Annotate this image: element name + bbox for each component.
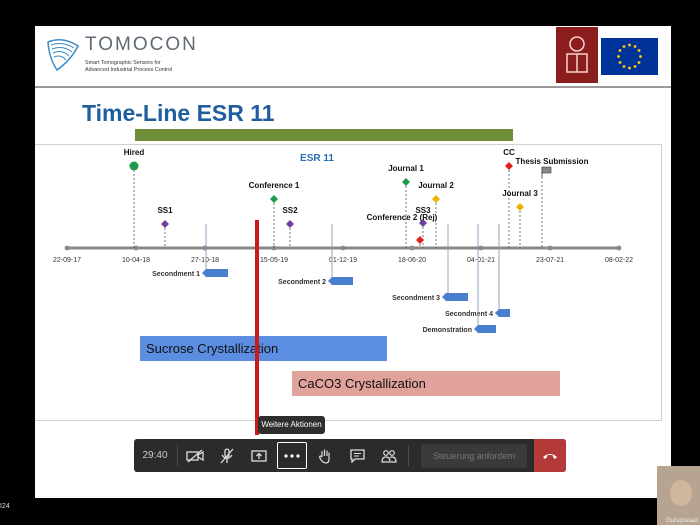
logo-name: TOMOCON <box>85 34 198 55</box>
timeline-tick-label: 15-05-19 <box>260 257 288 264</box>
timeline-tick-label: 08-02-22 <box>605 257 633 264</box>
secondment-bar <box>442 293 468 301</box>
participant-name: Guruprasad <box>666 518 698 524</box>
secondment-bar <box>495 309 510 317</box>
secondment-group: Secondment 1 Secondment 2 Secondment 3 Seco… <box>152 224 510 334</box>
hang-up-button[interactable] <box>534 439 566 472</box>
milestone-marker <box>270 195 278 203</box>
chat-icon <box>349 448 365 463</box>
timeline-tick-dot <box>202 245 208 251</box>
bottom-left-label: I24 <box>0 503 10 510</box>
logo-subtitle: Smart Tomographic Sensors for <box>85 60 161 66</box>
milestone-label: Conference 2 (Rej) <box>367 213 438 222</box>
current-position-marker <box>255 220 259 435</box>
logo-subtitle: Advanced Industrial Process Control <box>85 67 173 73</box>
mic-off-icon <box>220 447 234 463</box>
milestone-marker <box>286 220 294 228</box>
milestone-label: Hired <box>124 148 145 157</box>
milestone-label: Journal 3 <box>502 189 538 198</box>
participants-icon <box>381 449 397 463</box>
milestone-label: Conference 1 <box>249 181 300 190</box>
milestone-flag <box>541 166 552 174</box>
hang-up-icon <box>543 453 557 459</box>
secondment-label: Demonstration <box>423 327 472 334</box>
secondment-bar <box>328 277 353 285</box>
milestone-label: Journal 2 <box>418 181 454 190</box>
more-actions-tooltip: Weitere Aktionen <box>258 416 325 434</box>
chat-button[interactable] <box>342 439 372 472</box>
request-control-button[interactable]: Steuerung anfordern <box>416 439 532 472</box>
timeline-tick-dot <box>64 245 70 251</box>
toolbar-divider <box>408 445 409 466</box>
timeline-tick-label: 27-10-18 <box>191 257 219 264</box>
timeline-chart: ESR 11 22-09-17 10-04-18 27-10-18 15-05-19 0… <box>53 148 633 334</box>
milestone-label: CC <box>503 148 515 157</box>
camera-toggle-button[interactable] <box>180 439 210 472</box>
timeline-tick-label: 04-01-21 <box>467 257 495 264</box>
milestone-label: SS1 <box>157 206 173 215</box>
more-actions-button[interactable] <box>277 442 307 469</box>
chart-frame <box>35 144 662 421</box>
meeting-toolbar: 29:40 <box>134 439 566 472</box>
secondment-label: Secondment 2 <box>278 279 326 286</box>
raise-hand-icon <box>318 449 330 464</box>
university-crest-logo <box>556 27 598 83</box>
tomocon-logo-icon <box>47 39 79 72</box>
call-timer: 29:40 <box>142 450 168 461</box>
timeline-tick-label: 01-12-19 <box>329 257 357 264</box>
timeline-tick-label: 10-04-18 <box>122 257 150 264</box>
timeline-tick-dot <box>409 245 415 251</box>
participants-button[interactable] <box>374 439 404 472</box>
milestone-label: SS3 <box>415 206 431 215</box>
participant-video-tile[interactable]: Guruprasad <box>657 466 700 525</box>
raise-hand-button[interactable] <box>310 439 340 472</box>
toolbar-divider <box>177 445 178 466</box>
milestone-marker <box>419 219 427 227</box>
timeline-tick-label: 18-06-20 <box>398 257 426 264</box>
presentation-slide: TOMOCON Smart Tomographic Sensors for Ad… <box>35 26 671 498</box>
milestone-marker <box>129 161 139 171</box>
timeline-tick-label: 22-09-17 <box>53 257 81 264</box>
secondment-label: Secondment 4 <box>445 311 493 318</box>
secondment-bar <box>202 269 228 277</box>
header-divider <box>35 86 671 88</box>
project-duration-bar <box>135 129 513 141</box>
participant-face <box>670 480 692 506</box>
caco3-crystallization-bar: CaCO3 Crystallization <box>292 371 560 396</box>
sucrose-crystallization-bar: Sucrose Crystallization <box>140 336 387 361</box>
request-control-label: Steuerung anfordern <box>420 443 528 468</box>
slide-title: Time-Line ESR 11 <box>82 100 275 126</box>
milestone-marker <box>161 220 169 228</box>
tomocon-logo: TOMOCON Smart Tomographic Sensors for Ad… <box>45 34 205 84</box>
milestone-marker <box>516 203 524 211</box>
eu-flag-logo <box>601 38 658 75</box>
timeline-tick-dot <box>133 245 139 251</box>
share-screen-icon <box>251 449 267 462</box>
milestone-label: Journal 1 <box>388 164 424 173</box>
eu-stars-icon <box>617 43 642 70</box>
milestone-marker <box>416 236 424 244</box>
camera-off-icon <box>186 449 204 462</box>
chart-heading: ESR 11 <box>300 153 334 164</box>
mic-toggle-button[interactable] <box>212 439 242 472</box>
milestone-marker <box>505 162 513 170</box>
secondment-label: Secondment 3 <box>392 295 440 302</box>
milestone-label: Thesis Submission <box>516 157 589 166</box>
timeline-tick-dot <box>478 245 484 251</box>
timeline-axis: 22-09-17 10-04-18 27-10-18 15-05-19 01-12-19… <box>53 245 633 264</box>
secondment-label: Secondment 1 <box>152 271 200 278</box>
milestone-label: SS2 <box>282 206 298 215</box>
milestone-marker <box>432 195 440 203</box>
timeline-tick-dot <box>616 245 622 251</box>
timeline-tick-dot <box>547 245 553 251</box>
crest-icon <box>566 36 588 73</box>
secondment-bar <box>474 325 496 333</box>
share-screen-button[interactable] <box>244 439 274 472</box>
milestone-marker <box>402 178 410 186</box>
timeline-tick-dot <box>340 245 346 251</box>
timeline-tick-label: 23-07-21 <box>536 257 564 264</box>
more-actions-icon <box>284 453 300 458</box>
